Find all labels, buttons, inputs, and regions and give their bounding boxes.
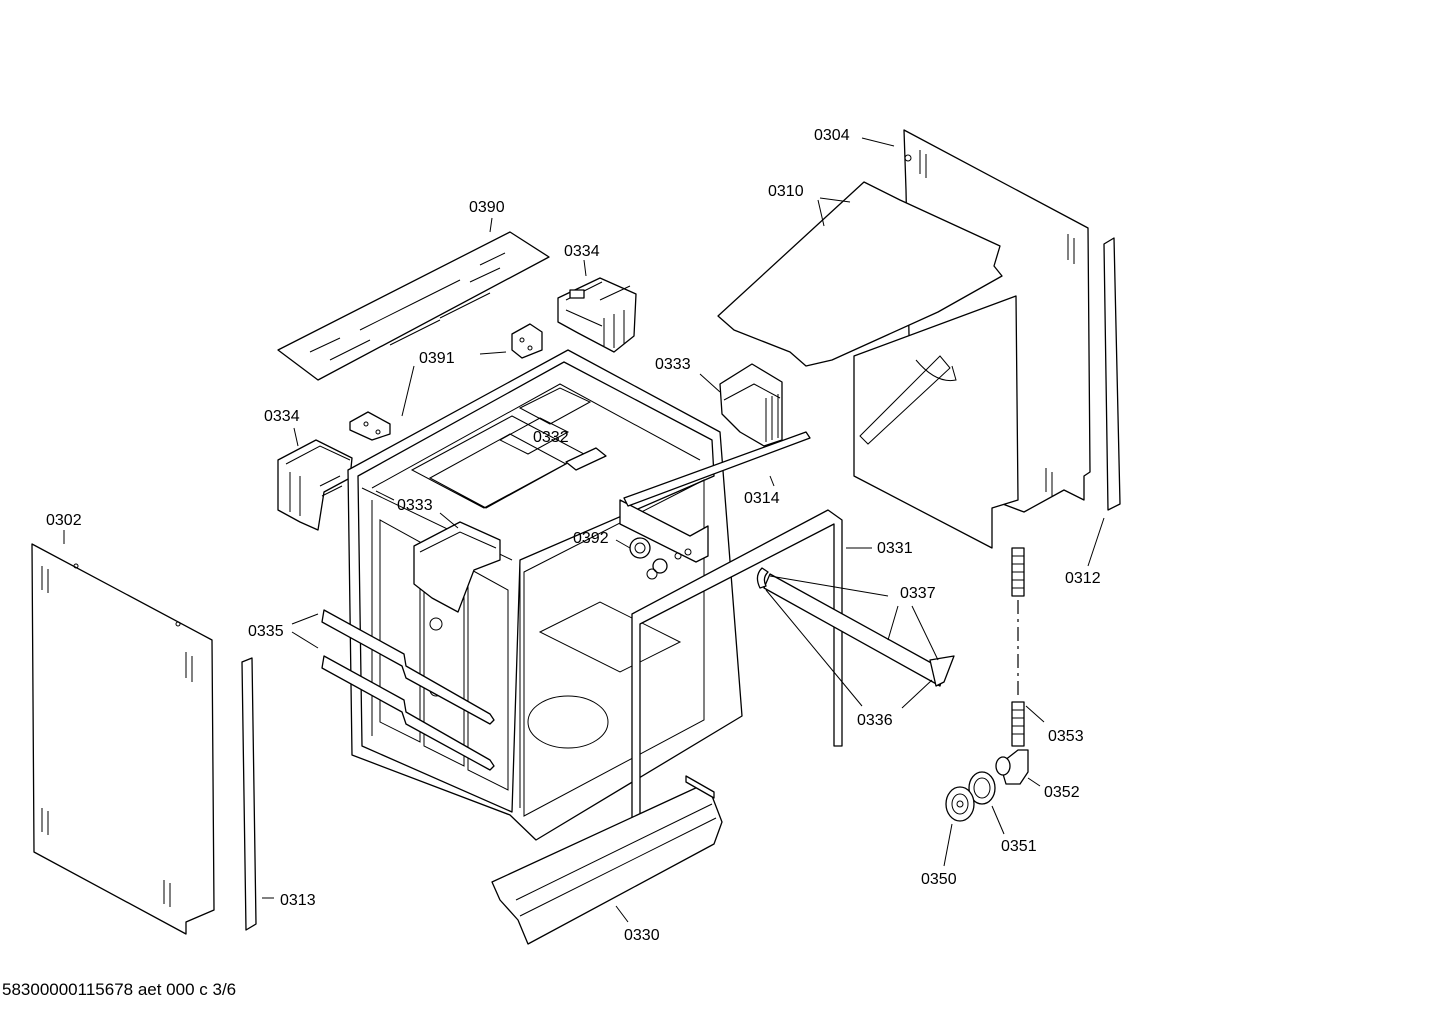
label-0335: 0335 xyxy=(248,623,284,640)
part-0336-0337-arm xyxy=(756,567,955,687)
part-0310-back-panel xyxy=(717,181,1019,549)
part-0313-strip xyxy=(241,657,257,931)
part-0350-cap xyxy=(945,786,975,822)
label-0392: 0392 xyxy=(573,530,609,547)
part-0353-hose xyxy=(1011,547,1025,747)
label-0331: 0331 xyxy=(877,540,913,557)
part-0332-0392-frame xyxy=(565,447,709,580)
label-0302: 0302 xyxy=(46,512,82,529)
part-0330-plinth xyxy=(491,775,723,945)
label-0313: 0313 xyxy=(280,892,316,909)
part-0312-strip xyxy=(1103,237,1121,511)
label-0330: 0330 xyxy=(624,927,660,944)
label-0334-top: 0334 xyxy=(564,243,600,260)
part-0390-insulation-mat xyxy=(277,231,550,381)
label-0304: 0304 xyxy=(814,127,850,144)
part-0314-strip xyxy=(623,431,811,507)
part-0352-elbow xyxy=(995,749,1029,785)
label-0337: 0337 xyxy=(900,585,936,602)
leader-lines xyxy=(63,137,1105,923)
label-0336: 0336 xyxy=(857,712,893,729)
label-0314: 0314 xyxy=(744,490,780,507)
label-0391: 0391 xyxy=(419,350,455,367)
document-code-footer: 58300000115678 aet 000 c 3/6 xyxy=(2,980,237,999)
part-0333-bracket-center xyxy=(413,521,501,613)
label-0350: 0350 xyxy=(921,871,957,888)
part-0351-ring xyxy=(968,771,996,805)
callout-labels: 0390 0334 0391 0333 0334 0332 0333 0304 … xyxy=(46,127,1101,944)
part-0334-bracket-left xyxy=(277,439,353,531)
label-0334-left: 0334 xyxy=(264,408,300,425)
label-0310: 0310 xyxy=(768,183,804,200)
label-0351: 0351 xyxy=(1001,838,1037,855)
label-0352: 0352 xyxy=(1044,784,1080,801)
part-0302-side-panel-left xyxy=(31,543,215,935)
label-0333-right: 0333 xyxy=(655,356,691,373)
part-0335-rails xyxy=(321,609,495,771)
label-0333-center: 0333 xyxy=(397,497,433,514)
label-0312: 0312 xyxy=(1065,570,1101,587)
label-0332: 0332 xyxy=(533,429,569,446)
part-0331-door-seal xyxy=(631,509,843,861)
part-0391-plates xyxy=(349,323,543,441)
label-0390: 0390 xyxy=(469,199,505,216)
part-0333-bracket-right xyxy=(719,363,783,447)
part-0334-bracket-top xyxy=(557,277,637,353)
label-0353: 0353 xyxy=(1048,728,1084,745)
